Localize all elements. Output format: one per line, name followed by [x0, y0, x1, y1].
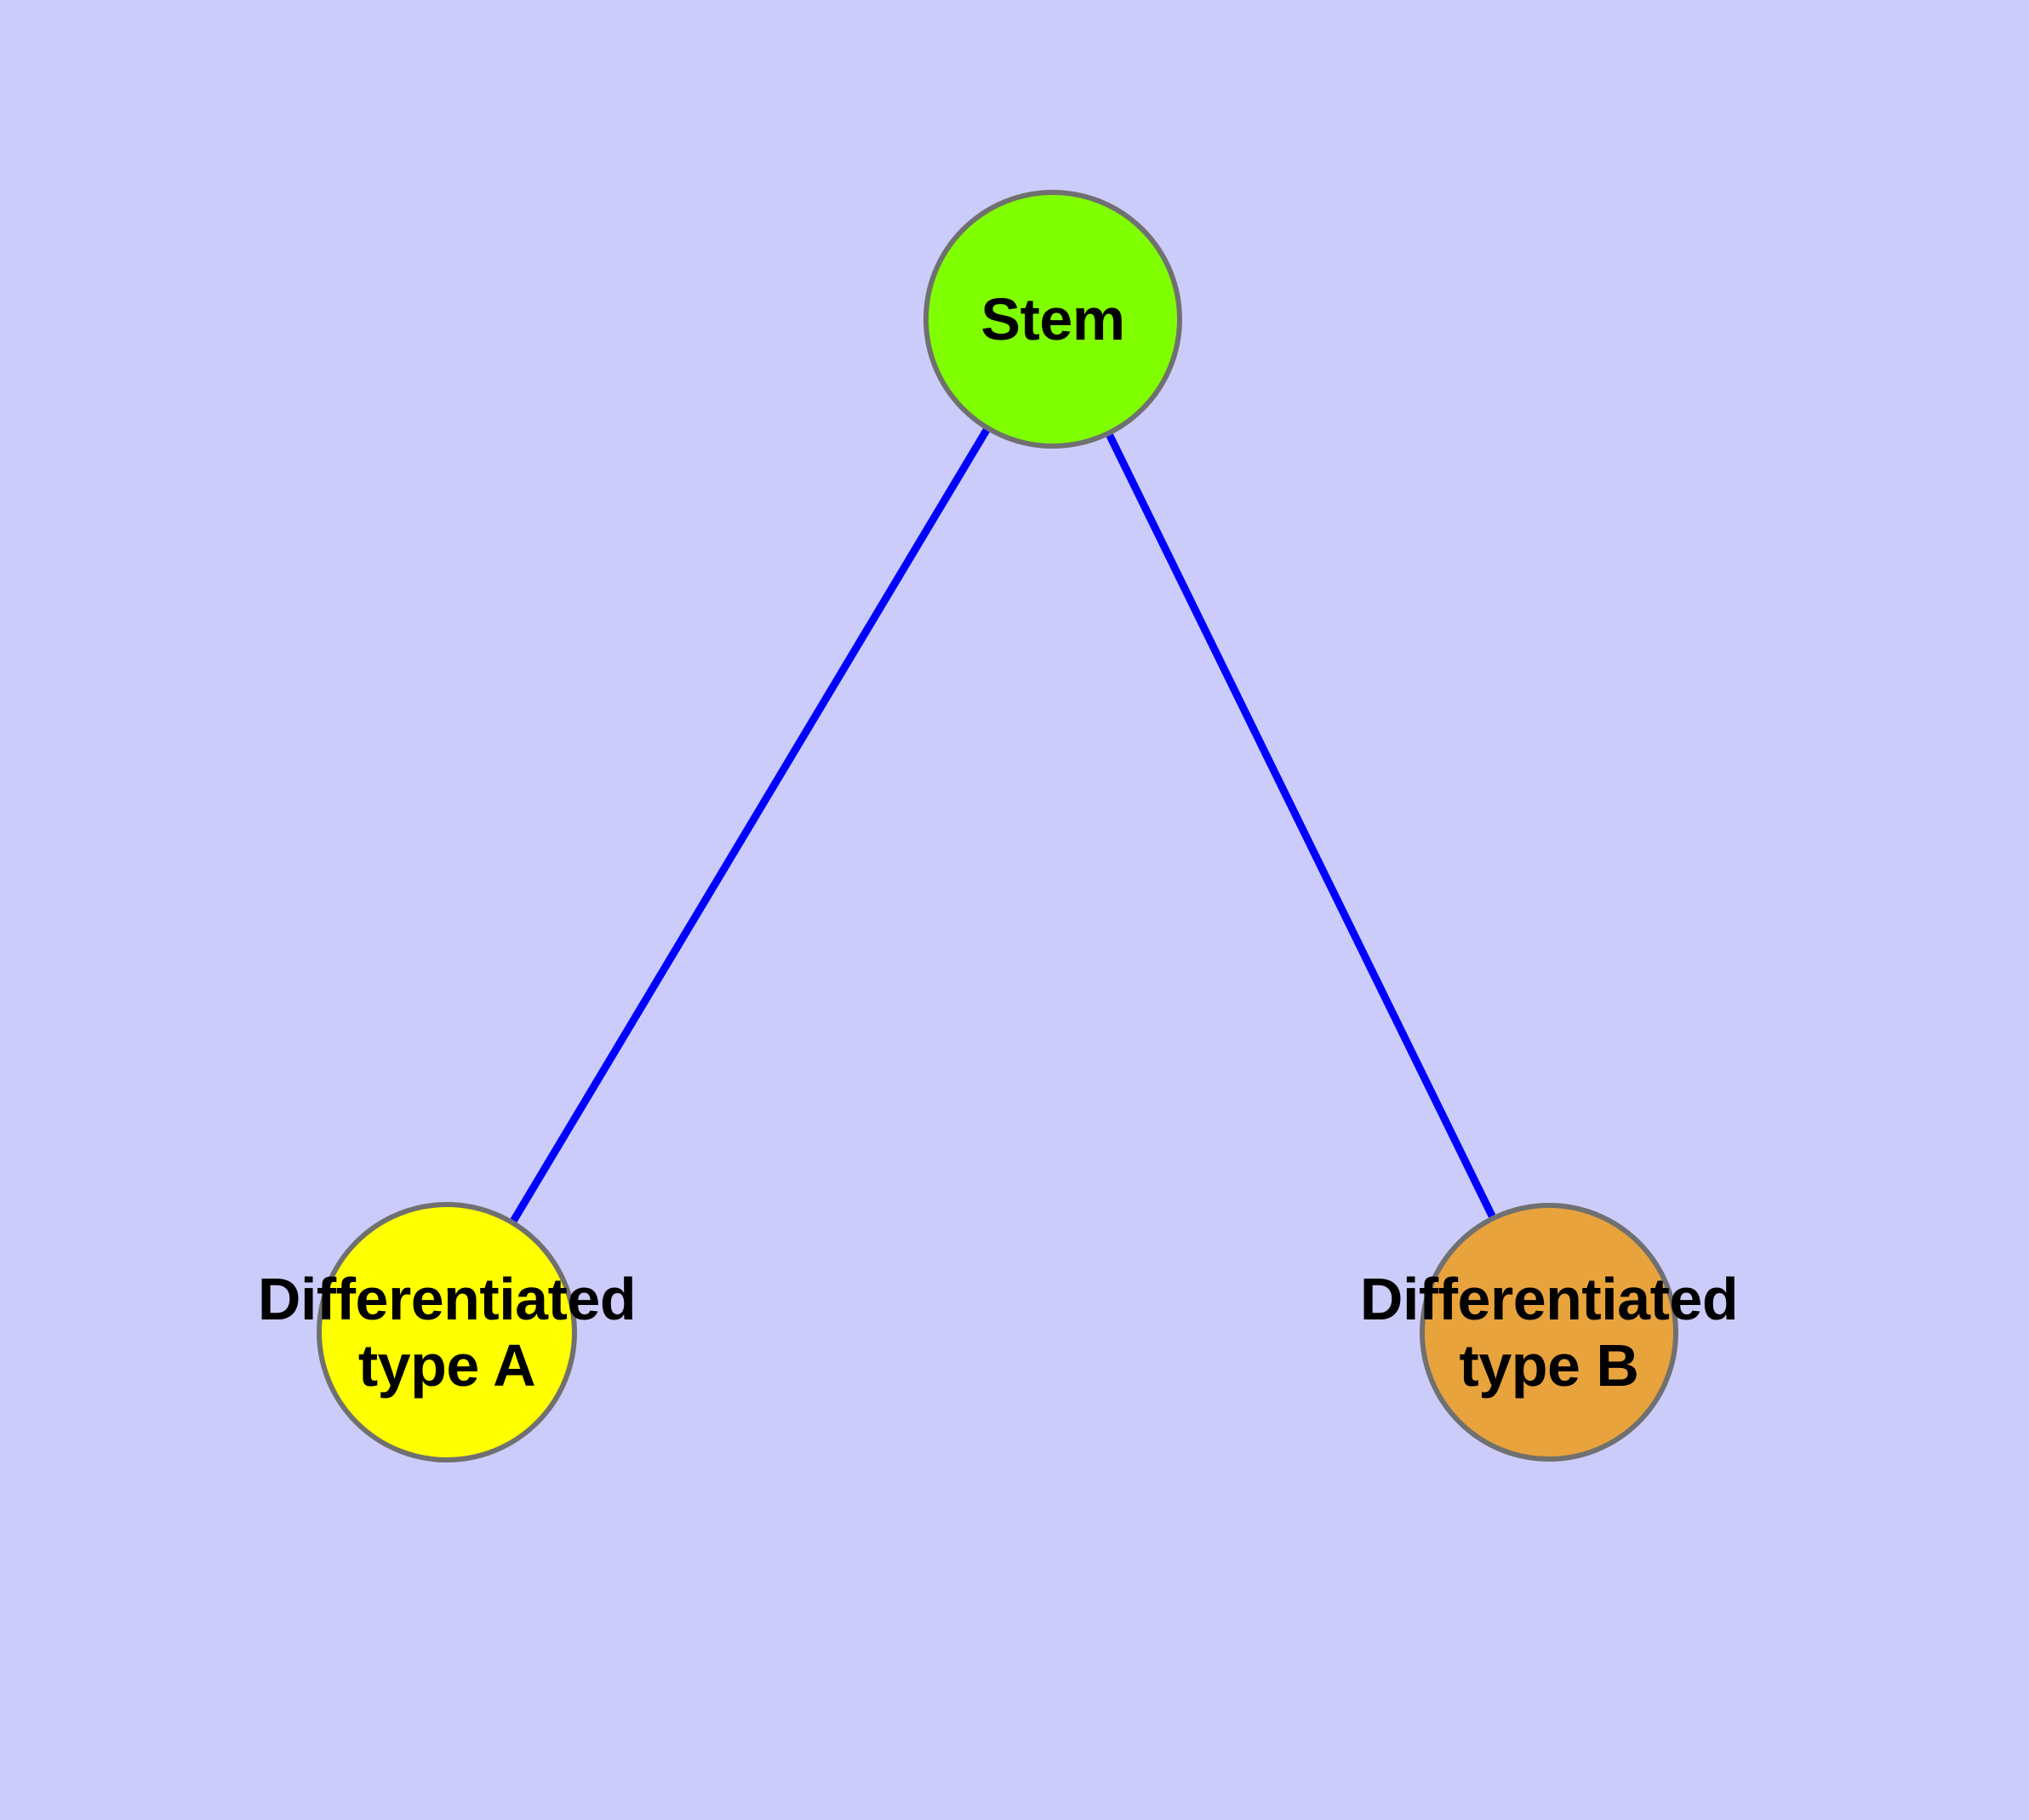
node-differentiated-type-b[interactable] [1420, 1203, 1678, 1462]
edge-stem-to-differentiated-a [510, 428, 990, 1223]
node-differentiated-type-a[interactable] [317, 1202, 577, 1462]
node-stem[interactable] [923, 190, 1182, 449]
edge-stem-to-differentiated-b [1106, 433, 1496, 1218]
